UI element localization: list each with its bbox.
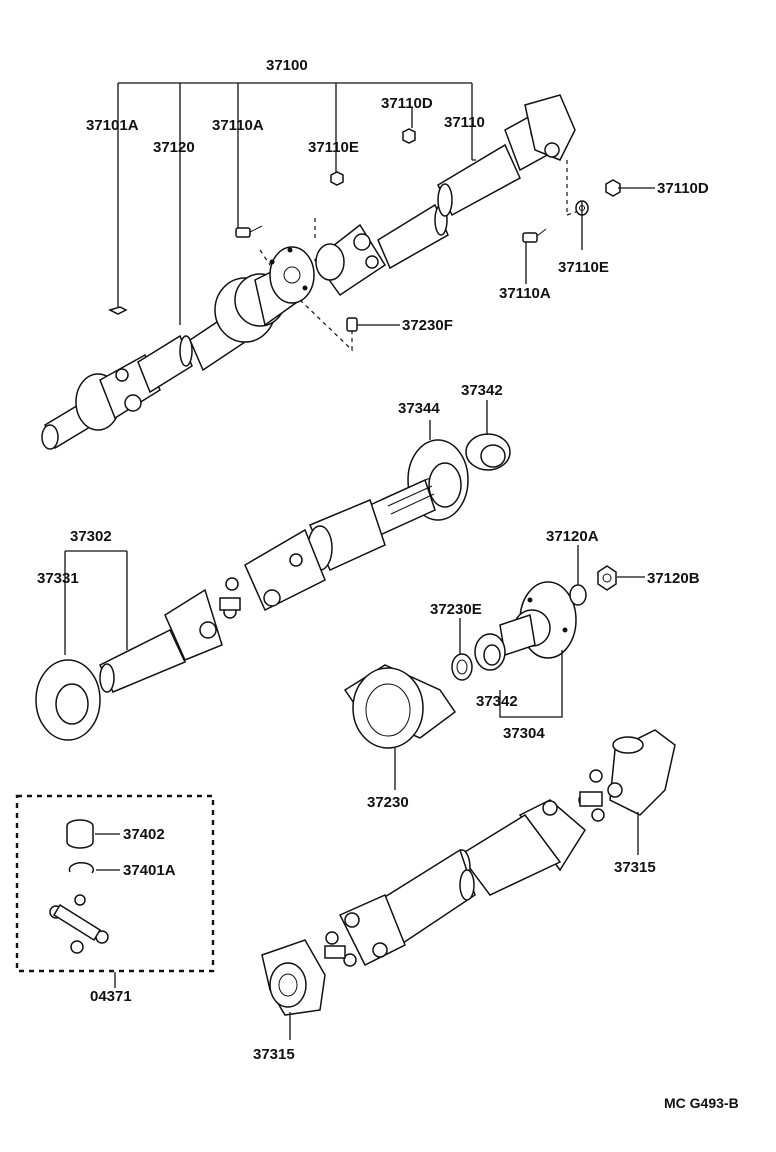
label-37110D-right: 37110D [657,180,709,197]
label-37110A-right: 37110A [499,285,551,302]
diagram-code: MC G493-B [664,1095,739,1111]
bolt-37110A-left [235,225,263,238]
label-37110A-top: 37110A [212,117,264,134]
label-37120: 37120 [153,139,195,156]
assembly-37100 [41,82,655,450]
label-37315-bottom: 37315 [253,1046,295,1063]
assembly-37302 [35,400,511,741]
label-37342-top: 37342 [461,382,503,399]
label-37315-right: 37315 [614,859,656,876]
assembly-37304 [343,545,645,790]
label-37401A: 37401A [123,862,176,879]
label-04371: 04371 [90,988,132,1005]
label-37304: 37304 [503,725,545,742]
label-37110: 37110 [444,114,485,131]
label-37230: 37230 [367,794,409,811]
label-37120A: 37120A [546,528,599,545]
nut-37110D-top [402,128,416,144]
label-37100: 37100 [266,57,308,74]
label-37110E-top: 37110E [308,139,359,156]
bolt-37110A-right [522,228,547,243]
label-37331: 37331 [37,570,79,587]
assembly-lower-shaft [261,729,676,1040]
label-37230E: 37230E [430,601,482,618]
label-37110D-top: 37110D [381,95,433,112]
label-37230F: 37230F [402,317,453,334]
label-37120B: 37120B [647,570,700,587]
label-37101A: 37101A [86,117,139,134]
label-37302: 37302 [70,528,112,545]
label-37344: 37344 [398,400,440,417]
label-37342-mid: 37342 [476,693,518,710]
nut-37110D-right [605,179,621,197]
label-37402: 37402 [123,826,165,843]
label-37110E-right: 37110E [558,259,609,276]
clip-37101A [107,306,128,315]
kit-04371 [15,794,215,988]
nut-37110E-top [330,171,344,186]
bolt-37230F [346,317,358,332]
